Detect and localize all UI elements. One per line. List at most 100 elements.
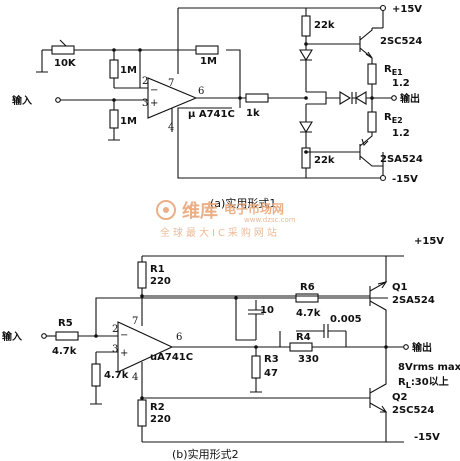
transistor-q2 [142, 347, 387, 442]
q1-type: 2SA524 [392, 295, 435, 306]
pin3-label: 3 [142, 98, 148, 109]
r-gnd-value: 4.7k [104, 370, 129, 381]
opamp-minus-b: − [120, 330, 128, 341]
circuit-a: +15V -15V 10K 1M 1M 2 3 7 4 6 − + μ A741… [12, 4, 423, 210]
watermark-url: www.dzsc.com [244, 216, 296, 224]
pot-wiper [59, 39, 140, 51]
r5-value: 4.7k [52, 346, 77, 357]
rf-label: 1M [200, 56, 217, 67]
opamp-input-wires [60, 87, 148, 101]
q-bot-label: 2SA524 [380, 154, 423, 165]
opamp-label: μ A741C [188, 109, 235, 120]
vbe-mult [306, 91, 327, 105]
resistor-rf [195, 45, 219, 55]
output-terminal-b [403, 344, 409, 350]
re2-value: 1.2 [392, 128, 410, 139]
vpos-terminal [379, 4, 387, 12]
watermark-brand2: 电子市场网 [224, 201, 284, 216]
spec-rl: RL:30以上 [398, 375, 449, 390]
pin2-label-b: 2 [112, 324, 118, 335]
output-label: 输出 [400, 92, 420, 105]
r4-label: R4 [296, 332, 311, 343]
resistor-gnd [91, 363, 101, 387]
cap-c2 [296, 324, 346, 338]
resistor-r1 [109, 59, 119, 79]
opamp-ua741c [117, 321, 174, 373]
transistor-q-top [306, 28, 373, 64]
input-terminal [55, 97, 61, 103]
minus-input-wire [78, 297, 236, 337]
r-out-label: 1k [246, 108, 260, 119]
bottom-rail-wire [177, 107, 384, 179]
resistor-r1-b [137, 261, 147, 289]
pot-10k [51, 45, 75, 55]
vneg-label: -15V [392, 174, 418, 185]
q2-label: Q2 [392, 392, 408, 403]
opamp-minus: − [150, 85, 158, 96]
input-label: 输入 [12, 94, 32, 107]
pin4-label-b: 4 [132, 372, 138, 383]
r4-value: 330 [298, 354, 319, 365]
pot-ground [36, 50, 48, 73]
r1b-label: R1 [150, 264, 165, 275]
opamp-plus: + [150, 98, 158, 109]
q2-type: 2SC524 [392, 405, 434, 416]
watermark-brand: 维库 [182, 200, 218, 222]
output-terminal [391, 95, 397, 101]
resistor-r6 [295, 293, 319, 303]
r2b-label: R2 [150, 402, 165, 413]
re1-label: RE1 [384, 64, 403, 77]
watermark: 维库 电子市场网 www.dzsc.com 全球最大IC采购网站 [156, 200, 296, 239]
circuit-b: +15V -15V R1 220 R2 220 2 3 7 4 6 − + uA… [2, 236, 460, 461]
r3-label: 1M [120, 116, 137, 127]
caption-b: (b)实用形式2 [172, 447, 239, 461]
r2b-value: 220 [150, 414, 171, 425]
watermark-tagline: 全球最大IC采购网站 [160, 226, 280, 239]
feedback-wire [139, 49, 241, 108]
resistor-1k [245, 93, 269, 103]
r1-label: 1M [120, 65, 137, 76]
caption-a: (a)实用形式1 [210, 196, 276, 210]
c1-wire [235, 298, 256, 341]
r6-label: R6 [300, 282, 315, 293]
c2-label: 0.005 [330, 314, 362, 325]
r3b-value: 47 [264, 368, 278, 379]
spec-vrms: 8Vrms max [398, 362, 460, 373]
vpos-label: +15V [392, 4, 422, 15]
re1-value: 1.2 [392, 78, 410, 89]
q-bot-arrow [361, 138, 369, 147]
r5-label: R5 [58, 318, 73, 329]
opamp-plus-b: + [120, 348, 128, 359]
input-terminal-b [41, 333, 47, 339]
vpos-label-b: +15V [414, 236, 444, 247]
pin7-label: 7 [168, 78, 174, 89]
opamp-label-b: uA741C [150, 352, 193, 363]
pin6-label-b: 6 [176, 332, 182, 343]
bias-top-label: 22k [314, 20, 335, 31]
q1-arrow [377, 281, 388, 289]
q2-arrow [380, 405, 388, 413]
q1-label: Q1 [392, 282, 408, 293]
r3-ground [108, 128, 120, 141]
r1b-value: 220 [150, 276, 171, 287]
q-top-arrow [365, 51, 373, 59]
resistor-re2 [367, 111, 377, 133]
top-rail-wire [178, 7, 384, 28]
resistor-r2-b [137, 399, 147, 427]
bias-bot-label: 22k [314, 155, 335, 166]
re2-label: RE2 [384, 112, 403, 125]
transistor-q1 [142, 256, 387, 347]
output-label-b: 输出 [412, 341, 432, 354]
resistor-22k-top [301, 15, 311, 37]
r3b-label: R3 [264, 354, 279, 365]
c1-label: 10 [260, 305, 274, 316]
cap-c1 [248, 300, 264, 340]
plus-input-wire [95, 351, 118, 364]
pot-label: 10K [54, 58, 77, 69]
resistor-r3-b [251, 355, 261, 379]
pin2-label: 2 [142, 76, 148, 87]
r4-c2-wires [279, 331, 347, 347]
resistor-r3 [109, 109, 119, 129]
resistor-r4 [289, 342, 313, 352]
